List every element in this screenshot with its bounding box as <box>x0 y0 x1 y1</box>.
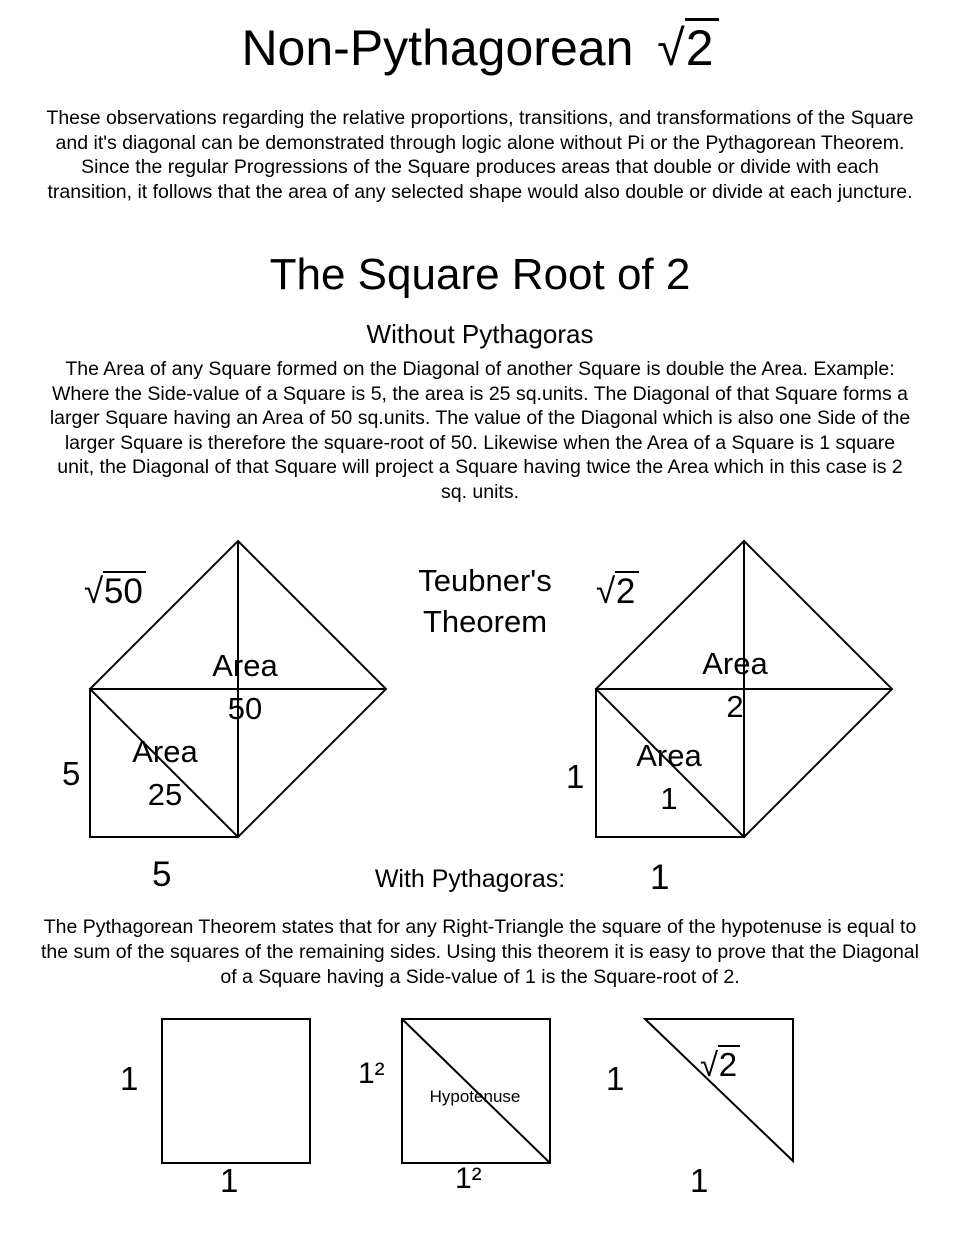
inner-area-25-label: Area 25 <box>106 731 224 817</box>
square-outline <box>401 1018 551 1164</box>
radicand: 2 <box>684 18 719 75</box>
square-2-diagram <box>594 539 894 839</box>
squared-bottom-label: 1² <box>455 1162 482 1195</box>
area-word: Area <box>702 646 768 681</box>
title-text: Non-Pythagorean <box>241 20 634 76</box>
title-sqrt-2: √2 <box>657 18 719 76</box>
radicand: 50 <box>103 571 147 611</box>
teubners-theorem-caption: Teubner's Theorem <box>418 563 552 639</box>
inner-area-1-label: Area 1 <box>610 735 728 821</box>
right-triangle-diagram <box>643 1018 794 1164</box>
area-value: 2 <box>726 688 744 724</box>
side-1-left-label: 1 <box>566 758 585 795</box>
outer-area-2-label: Area 2 <box>675 643 795 729</box>
triangle-sqrt-2-label: √2 <box>700 1045 741 1084</box>
main-figures-area: √50 Area 50 Area 25 5 5 Teubner's Theore… <box>0 533 960 913</box>
radical-sign: √ <box>84 572 104 611</box>
section-heading: The Square Root of 2 <box>269 250 691 299</box>
side-5-bottom-label: 5 <box>152 855 172 894</box>
side-5-left-label: 5 <box>62 755 81 792</box>
unit-square-diagram <box>161 1018 311 1164</box>
radical-sign: √ <box>700 1046 719 1083</box>
radical-sign: √ <box>657 20 685 76</box>
with-pythagoras-caption: With Pythagoras: <box>374 865 566 893</box>
triangle-bottom-label: 1 <box>690 1162 709 1199</box>
area-word: Area <box>132 734 198 769</box>
bottom-figures-area: 1 1 1² Hypotenuse 1² 1 √2 1 <box>0 1005 960 1240</box>
area-value: 1 <box>660 780 678 816</box>
square-50-diagram <box>88 539 388 839</box>
section-body-paragraph: The Area of any Square formed on the Dia… <box>49 358 911 503</box>
hypotenuse-label: Hypotenuse <box>429 1087 521 1106</box>
intro-paragraph: These observations regarding the relativ… <box>46 107 914 203</box>
unit-square-bottom-label: 1 <box>220 1162 239 1199</box>
pythagoras-paragraph: The Pythagorean Theorem states that for … <box>41 916 919 988</box>
right-triangle <box>643 1018 794 1164</box>
area-word: Area <box>636 738 702 773</box>
page-title: Non-Pythagorean √2 <box>0 18 960 77</box>
triangle-left-label: 1 <box>606 1060 625 1097</box>
sqrt-50-label: √50 <box>84 571 147 612</box>
unit-square-left-label: 1 <box>120 1060 139 1097</box>
radical-sign: √ <box>596 572 616 611</box>
diagonal-line <box>401 1018 551 1164</box>
outer-area-50-label: Area 50 <box>185 645 305 731</box>
sqrt-2-label: √2 <box>596 571 639 612</box>
radicand: 2 <box>718 1045 741 1083</box>
area-value: 50 <box>227 690 263 726</box>
area-value: 25 <box>147 776 183 812</box>
area-word: Area <box>212 648 278 683</box>
squared-left-label: 1² <box>358 1057 385 1090</box>
section-subheading: Without Pythagoras <box>366 319 594 349</box>
radicand: 2 <box>615 571 639 611</box>
side-1-bottom-label: 1 <box>650 858 670 897</box>
unit-square <box>161 1018 311 1164</box>
square-with-diagonal-diagram <box>401 1018 551 1164</box>
